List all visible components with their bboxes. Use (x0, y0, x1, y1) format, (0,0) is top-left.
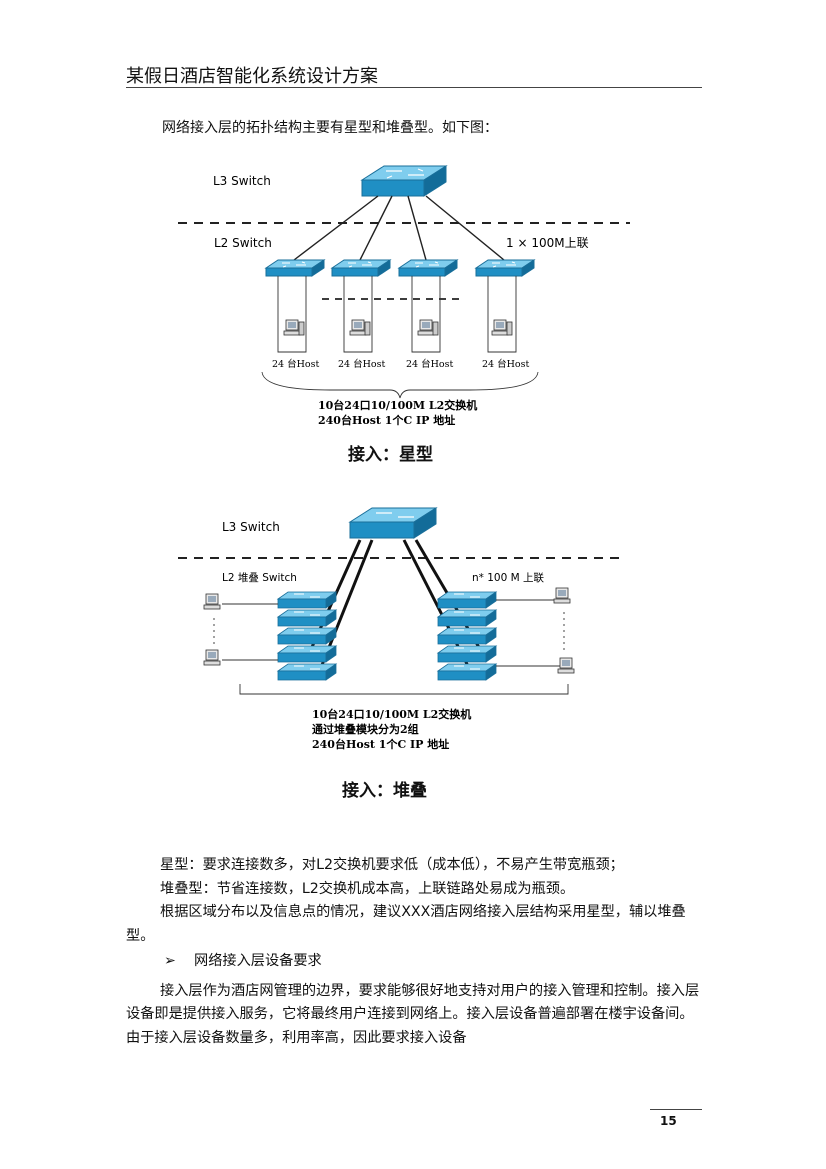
page-number: 15 (660, 1114, 677, 1128)
star-l2-switch-2 (331, 259, 391, 277)
paragraph-recommendation: 根据区域分布以及信息点的情况，建议XXX酒店网络接入层结构采用星型，辅以堆叠型。 (126, 904, 686, 944)
stack-caption: 接入：堆叠 (342, 781, 427, 801)
paragraph-access-layer: 接入层作为酒店网管理的边界，要求能够很好地支持对用户的接入管理和控制。接入层设备… (126, 982, 700, 1046)
star-l3-label: L3 Switch (213, 174, 271, 188)
bullet-item-label: 网络接入层设备要求 (194, 953, 322, 969)
star-summary-line1: 10台24口10/100M L2交换机 (318, 398, 477, 412)
page-header-title: 某假日酒店智能化系统设计方案 (126, 66, 378, 87)
stack-summary-line1: 10台24口10/100M L2交换机 (312, 707, 471, 721)
stack-topology-diagram: L3 Switch L2 堆叠 Switch n* 100 M 上联 (178, 507, 625, 751)
star-host-icon-3 (417, 319, 439, 336)
star-l3-switch (360, 165, 448, 197)
star-host-icon-2 (349, 319, 371, 336)
star-host-icon-4 (491, 319, 513, 336)
stack-uplink-label: n* 100 M 上联 (472, 572, 545, 584)
star-topology-diagram: L3 Switch L2 Switch 1 × 100M上联 24 台Host … (178, 165, 630, 427)
star-uplinks (293, 195, 505, 261)
star-brace (261, 371, 539, 399)
paragraph-star: 星型：要求连接数多，对L2交换机要求低（成本低），不易产生带宽瓶颈； (160, 857, 624, 873)
star-l2-switch-4 (475, 259, 535, 277)
star-host-label-4: 24 台Host (482, 358, 529, 370)
star-host-label-3: 24 台Host (406, 358, 453, 370)
stack-left-switch-stack (277, 591, 337, 681)
stack-summary-line3: 240台Host 1个C IP 地址 (312, 737, 449, 751)
star-host-label-2: 24 台Host (338, 358, 385, 370)
page-number-rule (650, 1109, 702, 1110)
stack-host-icon-right-top (553, 587, 571, 604)
stack-l3-label: L3 Switch (222, 520, 280, 534)
star-host-icon-1 (283, 319, 305, 336)
stack-summary-line2: 通过堆叠模块分为2组 (312, 722, 419, 736)
star-l2-switch-3 (398, 259, 458, 277)
star-summary-line2: 240台Host 1个C IP 地址 (318, 413, 455, 427)
star-uplink-label: 1 × 100M上联 (506, 236, 589, 250)
stack-l2-label: L2 堆叠 Switch (222, 572, 297, 584)
stack-host-icon-left-bottom (203, 649, 221, 666)
stack-right-switch-stack (437, 591, 497, 681)
header-rule (126, 87, 702, 88)
intro-text: 网络接入层的拓扑结构主要有星型和堆叠型。如下图： (162, 120, 498, 136)
bullet-item: ➢ 网络接入层设备要求 (126, 950, 706, 974)
paragraph-stack: 堆叠型：节省连接数，L2交换机成本高，上联链路处易成为瓶颈。 (160, 880, 575, 897)
body-text: 星型：要求连接数多，对L2交换机要求低（成本低），不易产生带宽瓶颈； 堆叠型：节… (126, 854, 706, 1050)
stack-l3-switch (348, 507, 438, 539)
star-host-label-1: 24 台Host (272, 358, 319, 370)
star-l2-label: L2 Switch (214, 236, 272, 250)
stack-bracket (239, 684, 569, 695)
star-l2-switch-1 (265, 259, 325, 277)
stack-host-icon-right-bottom (557, 657, 575, 674)
star-caption: 接入：星型 (348, 445, 433, 465)
stack-host-icon-left-top (203, 593, 221, 610)
bullet-arrow-icon: ➢ (164, 953, 176, 969)
